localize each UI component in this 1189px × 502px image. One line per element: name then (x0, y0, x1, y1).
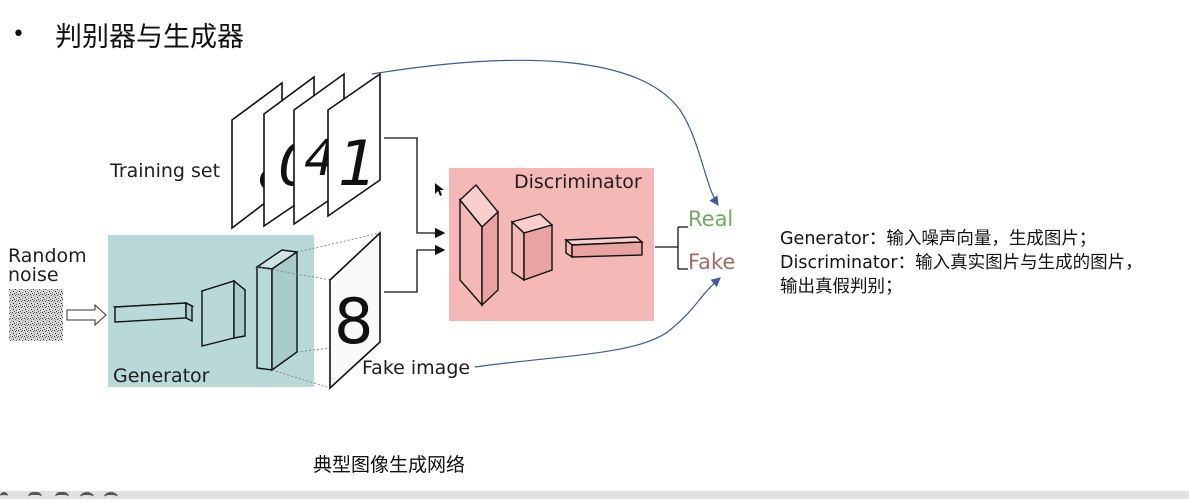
toolbar-mark-3 (55, 492, 69, 502)
notes-block: Generator：输入噪声向量，生成图片； Discriminator：输入真… (780, 227, 1143, 299)
note-discriminator: Discriminator：输入真实图片与生成的图片， (780, 253, 1143, 273)
noise-to-generator-arrow (66, 303, 107, 327)
title-bullet: • (12, 21, 25, 47)
generator-layer-1 (112, 301, 195, 323)
generator-layer-2 (200, 279, 247, 347)
training-set-label: Training set (109, 160, 220, 182)
discriminator-layer-1 (459, 183, 499, 307)
fake-output-label: Fake (688, 250, 735, 274)
toolbar-mark-2 (28, 492, 42, 502)
random-noise-label-2: noise (8, 264, 59, 286)
toolbar-mark-1 (0, 492, 8, 502)
toolbar-mark-4 (80, 492, 94, 502)
discriminator-layer-3 (564, 236, 644, 259)
fake-curve-arrow (474, 277, 721, 368)
training-card-4: 1 (327, 72, 381, 218)
training-to-discriminator-arrow (384, 137, 446, 239)
fake-image-label: Fake image (362, 357, 470, 379)
training-digit-4: 1 (338, 127, 377, 200)
mouse-cursor-icon (435, 183, 444, 196)
discriminator-label: Discriminator (514, 171, 642, 193)
fake-image-digit: 8 (334, 285, 373, 358)
note-output: 输出真假判别； (780, 277, 903, 297)
bottom-toolbar (0, 491, 1189, 499)
discriminator-layer-2 (510, 213, 554, 282)
generator-label: Generator (113, 365, 210, 387)
generator-layer-3 (255, 249, 299, 372)
real-curve-arrow (371, 59, 719, 207)
slide-title: • 判别器与生成器 (12, 14, 244, 54)
output-bracket (655, 226, 688, 270)
fake-to-discriminator-arrow (384, 244, 446, 293)
note-generator: Generator：输入噪声向量，生成图片； (780, 229, 1097, 249)
random-noise-image (9, 289, 63, 341)
title-text: 判别器与生成器 (54, 21, 244, 53)
toolbar-mark-5 (104, 492, 118, 502)
real-label: Real (688, 207, 733, 231)
training-set-stack: 8 0 4 1 (231, 72, 381, 230)
fake-image-card: 8 (329, 231, 381, 390)
random-noise-label-1: Random (8, 245, 87, 267)
figure-caption: 典型图像生成网络 (313, 454, 466, 476)
